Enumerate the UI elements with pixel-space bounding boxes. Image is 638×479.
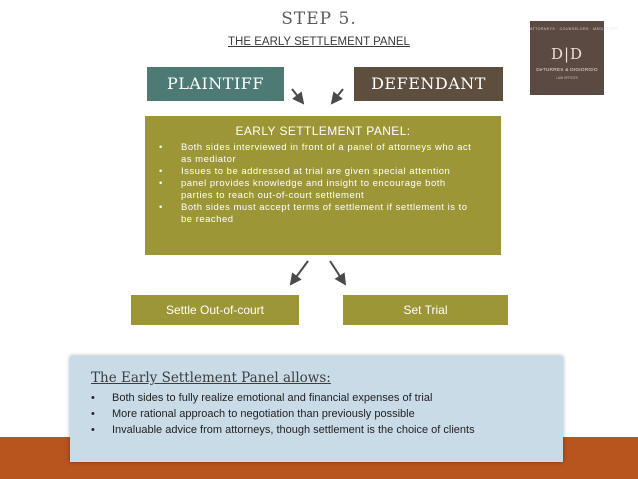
logo-monogram: D|D (550, 45, 584, 63)
panel-list: • Both sides interviewed in front of a p… (145, 142, 501, 226)
benefits-box: The Early Settlement Panel allows: • Bot… (70, 356, 563, 462)
panel-list-item: • panel provides knowledge and insight t… (159, 178, 491, 202)
bullet-icon: • (159, 142, 163, 153)
arrow-plaintiff-to-panel (291, 88, 305, 105)
arrow-panel-to-trial (329, 260, 347, 286)
benefit-text: More rational approach to negotiation th… (112, 408, 415, 420)
settle-out-of-court-box: Settle Out-of-court (131, 295, 299, 325)
panel-item-line: Both sides must accept terms of settleme… (181, 202, 468, 213)
logo-top-text: ATTORNEYS · COUNSELORS · MEDIATORS (530, 27, 618, 31)
bullet-icon: • (91, 392, 95, 404)
panel-item-line: parties to reach out-of-court settlement (181, 190, 365, 201)
benefits-list-item: • Both sides to fully realize emotional … (91, 390, 563, 406)
firm-logo: ATTORNEYS · COUNSELORS · MEDIATORS D|D D… (530, 21, 618, 95)
benefits-list: • Both sides to fully realize emotional … (91, 390, 563, 438)
bullet-icon: • (159, 178, 163, 189)
plaintiff-box: PLAINTIFF (147, 67, 284, 101)
benefit-text: Invaluable advice from attorneys, though… (112, 424, 475, 436)
set-trial-box: Set Trial (343, 295, 508, 325)
settlement-panel-box: EARLY SETTLEMENT PANEL: • Both sides int… (145, 116, 501, 255)
panel-list-item: • Both sides must accept terms of settle… (159, 202, 491, 226)
arrow-panel-to-settle (289, 260, 309, 286)
step-title: STEP 5. (281, 9, 357, 29)
panel-item-line: panel provides knowledge and insight to … (181, 178, 446, 189)
panel-item-line: Issues to be addressed at trial are give… (181, 166, 451, 177)
panel-item-line: as mediator (181, 154, 237, 165)
bullet-icon: • (91, 424, 95, 436)
benefits-list-item: • Invaluable advice from attorneys, thou… (91, 422, 563, 438)
panel-list-item: • Both sides interviewed in front of a p… (159, 142, 491, 166)
arrow-defendant-to-panel (330, 88, 344, 105)
bullet-icon: • (91, 408, 95, 420)
benefits-list-item: • More rational approach to negotiation … (91, 406, 563, 422)
panel-item-line: be reached (181, 214, 234, 225)
panel-item-line: Both sides interviewed in front of a pan… (181, 142, 472, 153)
logo-sub-text: LAW OFFICES (556, 76, 578, 80)
benefits-title: The Early Settlement Panel allows: (91, 370, 331, 386)
bullet-icon: • (159, 202, 163, 213)
benefit-text: Both sides to fully realize emotional an… (112, 392, 433, 404)
bullet-icon: • (159, 166, 163, 177)
panel-title: EARLY SETTLEMENT PANEL: (235, 124, 411, 138)
panel-list-item: • Issues to be addressed at trial are gi… (159, 166, 491, 178)
defendant-box: DEFENDANT (354, 67, 503, 101)
section-subtitle: THE EARLY SETTLEMENT PANEL (228, 36, 410, 48)
logo-firm-name: DeTURRES & DIGIORGIO (536, 68, 598, 73)
